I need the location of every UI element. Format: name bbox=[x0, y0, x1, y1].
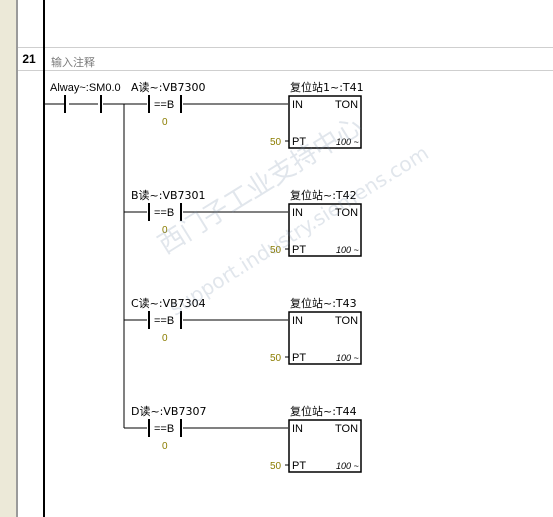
timer-in-pin: IN bbox=[292, 315, 303, 327]
compare-operator: ==B bbox=[154, 99, 174, 111]
network-separator-bottom bbox=[18, 70, 553, 71]
compare-contact-1[interactable]: A读~:VB7300 ==B 0 bbox=[131, 80, 206, 128]
compare-label: B读~:VB7301 bbox=[131, 188, 206, 202]
sm0-0-contact[interactable]: Alway~:SM0.0 bbox=[50, 82, 121, 113]
timer-title: 复位站~:T43 bbox=[290, 296, 357, 310]
timer-in-pin: IN bbox=[292, 207, 303, 219]
compare-operator: ==B bbox=[154, 207, 174, 219]
compare-label: A读~:VB7300 bbox=[131, 80, 206, 94]
timer-pt-pin: PT bbox=[292, 136, 306, 148]
timer-title: 复位站~:T44 bbox=[290, 404, 357, 418]
static-wires bbox=[43, 0, 125, 428]
network-comment[interactable]: 输入注释 bbox=[51, 56, 95, 69]
left-gutter bbox=[0, 0, 16, 517]
timer-pt-pin: PT bbox=[292, 352, 306, 364]
compare-operator: ==B bbox=[154, 423, 174, 435]
pt-value[interactable]: 50 bbox=[270, 245, 282, 256]
timer-in-pin: IN bbox=[292, 99, 303, 111]
timer-title: 复位站1~:T41 bbox=[290, 80, 364, 94]
pt-value[interactable]: 50 bbox=[270, 137, 282, 148]
timer-type: TON bbox=[335, 315, 358, 327]
compare-label: D读~:VB7307 bbox=[131, 404, 206, 418]
compare-value: 0 bbox=[162, 333, 168, 344]
timer-resolution: 100 ~ bbox=[336, 353, 359, 363]
timer-resolution: 100 ~ bbox=[336, 461, 359, 471]
compare-contact-4[interactable]: D读~:VB7307 ==B 0 bbox=[131, 404, 206, 452]
timer-pt-pin: PT bbox=[292, 460, 306, 472]
contact-label: Alway~:SM0.0 bbox=[50, 82, 121, 94]
compare-operator: ==B bbox=[154, 315, 174, 327]
compare-label: C读~:VB7304 bbox=[131, 296, 206, 310]
timer-title: 复位站~:T42 bbox=[290, 188, 357, 202]
compare-contact-2[interactable]: B读~:VB7301 ==B 0 bbox=[131, 188, 206, 236]
network-separator-top bbox=[18, 47, 553, 48]
timer-type: TON bbox=[335, 99, 358, 111]
compare-value: 0 bbox=[162, 225, 168, 236]
gutter-divider bbox=[16, 0, 18, 517]
compare-value: 0 bbox=[162, 441, 168, 452]
pt-value[interactable]: 50 bbox=[270, 461, 282, 472]
timer-type: TON bbox=[335, 207, 358, 219]
network-number[interactable]: 21 bbox=[22, 52, 36, 66]
timer-pt-pin: PT bbox=[292, 244, 306, 256]
timer-resolution: 100 ~ bbox=[336, 245, 359, 255]
compare-value: 0 bbox=[162, 117, 168, 128]
timer-in-pin: IN bbox=[292, 423, 303, 435]
power-rail bbox=[43, 0, 45, 517]
pt-value[interactable]: 50 bbox=[270, 353, 282, 364]
timer-resolution: 100 ~ bbox=[336, 137, 359, 147]
compare-contact-3[interactable]: C读~:VB7304 ==B 0 bbox=[131, 296, 206, 344]
timer-type: TON bbox=[335, 423, 358, 435]
